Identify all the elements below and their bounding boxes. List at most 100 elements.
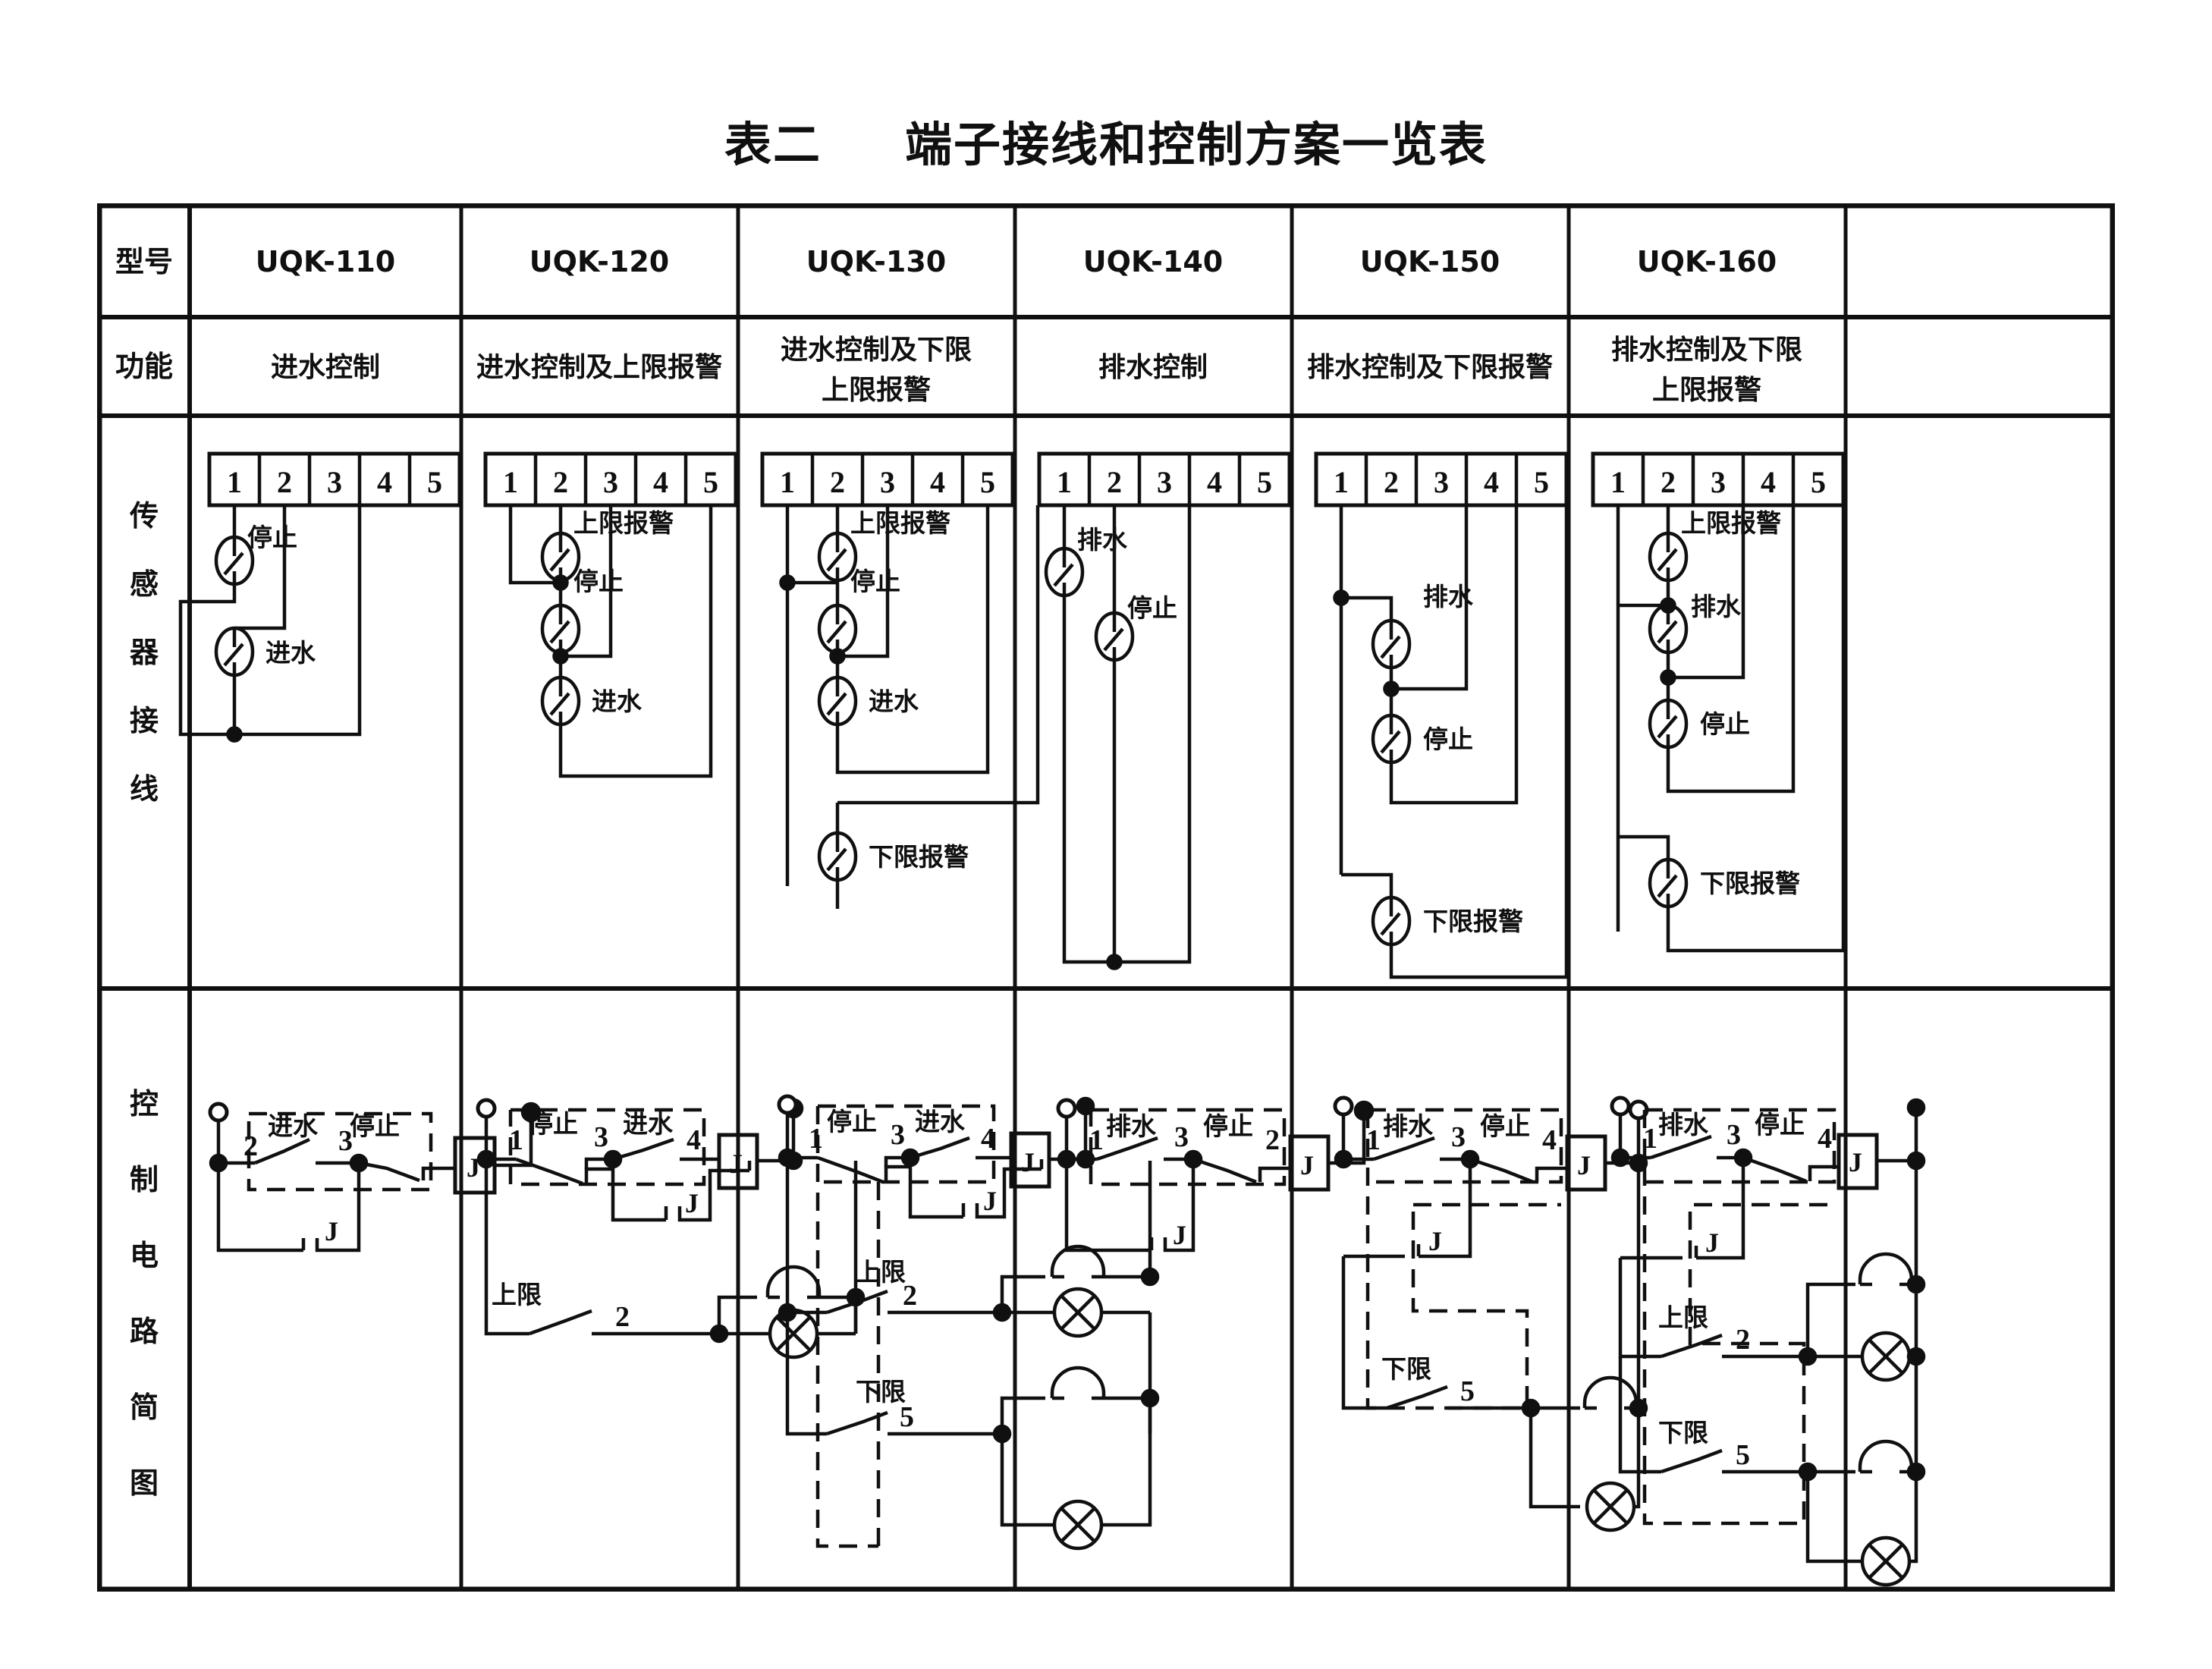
terminal-1: 1 [503,465,518,499]
function-uqk110: 进水控制 [271,352,380,383]
svg-text:制: 制 [130,1163,159,1196]
contact-label-upper-alarm: 上限报警 [850,508,950,538]
terminal-1: 1 [227,465,242,499]
node-label-2: 2 [903,1280,917,1312]
terminal-3: 3 [603,465,618,499]
sensor-diagram-uqk130 [760,451,1040,909]
terminal-2: 2 [1661,465,1676,499]
contact-label-upper-alarm: 上限报警 [1681,508,1781,538]
terminal-4: 4 [930,465,945,499]
terminal-2: 2 [553,465,568,499]
svg-text:图: 图 [130,1466,159,1500]
relay-coil-label: J [467,1152,480,1183]
row-header-model: 型号 [115,245,173,278]
terminal-4: 4 [1484,465,1499,499]
switch-label-stop: 停止 [1203,1111,1253,1141]
sensor-diagram-uqk150 [1314,451,1569,979]
terminal-2: 2 [277,465,292,499]
terminal-5: 5 [1811,465,1826,499]
title-main: 端子接线和控制方案一览表 [905,117,1488,172]
terminal-block [207,451,462,508]
svg-text:路: 路 [130,1315,159,1348]
model-uqk120: UQK-120 [529,245,669,278]
control-diagram-uqk110 [208,1102,542,1253]
switch-label-drain: 排水 [1383,1111,1434,1141]
function-uqk160: 排水控制及下限 上限报警 [1611,335,1802,406]
contact-label-inlet: 进水 [869,687,919,716]
schema-table: 型号 功能 传 感 器 接 线 控 制 电 路 简 图 UQK-110 UQK-… [97,203,2115,1592]
sensor-diagram-uqk160 [1591,451,1846,953]
dashed-enclosure-2 [815,1106,878,1548]
switch-label-stop: 停止 [1480,1111,1530,1141]
node-label-4: 4 [1542,1124,1557,1156]
switch-label-upper: 上限 [492,1280,542,1309]
terminal-4: 4 [377,465,392,499]
svg-text:传: 传 [129,499,159,533]
node-label-2: 2 [615,1301,630,1333]
terminal-3: 3 [1434,465,1449,499]
node-label-1: 1 [1643,1123,1657,1155]
function-uqk140: 排水控制 [1098,352,1208,383]
contact-label-stop: 停止 [850,567,900,596]
contact-label-drain: 排水 [1077,525,1128,555]
node-label-2: 2 [1736,1324,1750,1356]
page-title: 表二端子接线和控制方案一览表 [0,106,2212,174]
function-uqk120: 进水控制及上限报警 [476,352,722,383]
terminal-block [1037,451,1292,508]
contact-label-stop: 停止 [1127,593,1177,623]
terminal-3: 3 [1711,465,1726,499]
sensor-diagram-uqk140 [1037,451,1292,970]
switch-label-inlet: 进水 [915,1107,966,1136]
contact-label-drain: 排水 [1691,592,1742,621]
contact-label-lower-alarm: 下限报警 [1700,869,1800,898]
node-label-4: 4 [687,1124,701,1156]
holding-contact-label: J [983,1186,997,1216]
model-uqk150: UQK-150 [1360,245,1500,278]
terminal-5: 5 [703,465,718,499]
relay-coil-label: J [1300,1150,1314,1180]
switch-label-upper: 上限 [1658,1303,1708,1332]
row-header-sensor-wiring: 传 感 器 接 线 [129,499,159,806]
node-label-5: 5 [1460,1375,1475,1407]
switch-label-drain: 排水 [1106,1111,1157,1141]
relay-coil-label: J [1021,1147,1035,1177]
node-label-5: 5 [1736,1439,1750,1471]
terminal-3: 3 [327,465,342,499]
switch-label-stop: 停止 [350,1111,400,1141]
switch-label-inlet: 进水 [268,1111,319,1141]
node-label-2: 2 [1265,1124,1280,1156]
svg-text:器: 器 [130,636,159,669]
contact-label-inlet: 进水 [266,638,316,668]
svg-text:线: 线 [130,772,159,806]
terminal-1: 1 [780,465,795,499]
row-header-control-circuit: 控 制 电 路 简 图 [130,1087,159,1500]
svg-text:感: 感 [130,567,159,601]
model-uqk140: UQK-140 [1083,245,1223,278]
dashed-enclosure [1368,1108,1563,1184]
terminal-2: 2 [1107,465,1122,499]
svg-text:上限报警: 上限报警 [1652,375,1761,406]
switch-label-stop: 停止 [827,1107,877,1136]
row-header-function: 功能 [115,350,173,383]
model-uqk130: UQK-130 [806,245,946,278]
terminal-2: 2 [830,465,845,499]
node-label-3: 3 [1727,1119,1741,1151]
svg-text:电: 电 [130,1239,159,1272]
control-diagram-uqk120 [476,1098,866,1357]
holding-contact-label: J [1428,1226,1442,1256]
function-uqk150: 排水控制及下限报警 [1307,352,1553,383]
node-label-4: 4 [981,1123,995,1155]
terminal-5: 5 [980,465,995,499]
holding-contact-label: J [685,1188,699,1218]
switch-label-drain: 排水 [1658,1110,1709,1139]
node-label-3: 3 [891,1119,905,1151]
svg-text:进水控制及下限: 进水控制及下限 [781,335,972,366]
table-grid [97,203,2115,1592]
holding-contact-label: J [325,1216,338,1246]
terminal-4: 4 [653,465,668,499]
switch-label-lower: 下限 [856,1377,906,1407]
dashed-enclosure [1645,1108,1837,1184]
switch-label-lower: 下限 [1381,1354,1431,1384]
node-label-4: 4 [1818,1123,1832,1155]
node-label-3: 3 [594,1121,608,1153]
